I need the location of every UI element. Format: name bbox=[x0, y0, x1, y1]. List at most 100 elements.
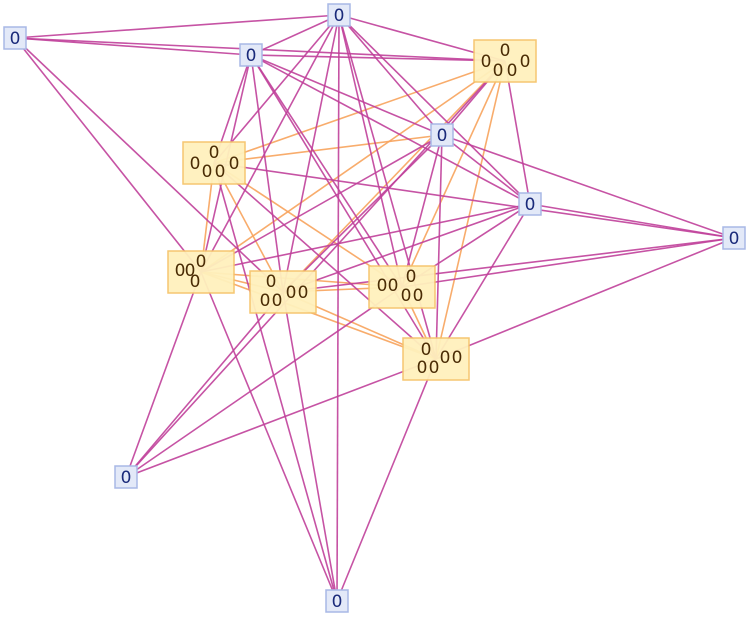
edge-primary-b-h bbox=[336, 14, 340, 602]
edge-primary-c-G4 bbox=[250, 54, 284, 293]
edge-primary-G1-h bbox=[213, 162, 338, 602]
edge-primary-a-G3 bbox=[14, 37, 202, 273]
edge-primary-a-c bbox=[14, 37, 252, 56]
group-member-label: 0 bbox=[421, 340, 432, 360]
group-member-label: 0 bbox=[377, 276, 388, 296]
group-box bbox=[402, 337, 470, 381]
group-member-label: 0 bbox=[520, 52, 531, 72]
edge-primary-d-G4 bbox=[282, 134, 443, 293]
node-e[interactable]: 0 bbox=[518, 192, 542, 216]
group-member-label: 0 bbox=[260, 291, 271, 311]
group-box bbox=[167, 250, 235, 294]
node-label: 0 bbox=[121, 468, 132, 488]
edge-primary-g-G3 bbox=[125, 271, 202, 478]
edge-primary-g-G6 bbox=[125, 358, 437, 478]
edge-primary-f-G6 bbox=[435, 237, 735, 360]
group-member-label: 0 bbox=[406, 267, 417, 287]
group-member-label: 0 bbox=[185, 261, 196, 281]
edge-secondary-G2-G3 bbox=[200, 60, 506, 273]
edge-primary-c-G5 bbox=[250, 54, 403, 288]
node-box bbox=[430, 123, 454, 147]
edge-primary-b-G3 bbox=[200, 14, 340, 273]
edge-primary-b-G5 bbox=[338, 14, 403, 288]
group-member-label: 0 bbox=[413, 286, 424, 306]
node-box bbox=[325, 589, 349, 613]
group-member-label: 0 bbox=[440, 348, 451, 368]
edge-secondary-G2-G6 bbox=[435, 60, 506, 360]
edge-primary-d-G5 bbox=[401, 134, 443, 288]
group-member-label: 0 bbox=[196, 252, 207, 272]
edge-primary-f-G5 bbox=[401, 237, 735, 288]
edge-secondary-G2-G4 bbox=[282, 60, 506, 293]
node-label: 0 bbox=[729, 229, 740, 249]
node-label: 0 bbox=[246, 46, 257, 66]
group-member-label: 0 bbox=[272, 291, 283, 311]
group-member-label: 0 bbox=[507, 61, 518, 81]
edge-primary-G1-f bbox=[213, 162, 735, 239]
node-box bbox=[239, 43, 263, 67]
group-member-label: 0 bbox=[190, 154, 201, 174]
edge-primary-d-G3 bbox=[200, 134, 443, 273]
edge-primary-G1-G6 bbox=[213, 162, 437, 360]
node-a[interactable]: 0 bbox=[3, 26, 27, 50]
node-label: 0 bbox=[437, 126, 448, 146]
edge-primary-d-f bbox=[441, 134, 735, 239]
node-h[interactable]: 0 bbox=[325, 589, 349, 613]
group-box bbox=[473, 39, 537, 83]
node-box bbox=[3, 26, 27, 50]
group-member-label: 0 bbox=[388, 276, 399, 296]
edge-primary-c-G2 bbox=[250, 54, 506, 62]
node-c[interactable]: 0 bbox=[239, 43, 263, 67]
node-box bbox=[114, 465, 138, 489]
node-box bbox=[518, 192, 542, 216]
edge-primary-e-G6 bbox=[435, 203, 531, 360]
node-box bbox=[722, 226, 746, 250]
edge-primary-b-e bbox=[338, 14, 531, 205]
node-label: 0 bbox=[10, 29, 21, 49]
group-member-label: 0 bbox=[202, 162, 213, 182]
edge-primary-g-G5 bbox=[125, 286, 403, 478]
group-member-label: 0 bbox=[286, 283, 297, 303]
node-f[interactable]: 0 bbox=[722, 226, 746, 250]
edge-primary-e-G3 bbox=[200, 203, 531, 273]
edge-primary-b-c bbox=[250, 14, 340, 56]
edge-primary-e-f bbox=[529, 203, 735, 239]
edge-primary-e-G4 bbox=[282, 203, 531, 293]
node-label: 0 bbox=[332, 592, 343, 612]
edge-primary-d-G6 bbox=[435, 134, 443, 360]
edge-primary-a-b bbox=[14, 14, 340, 39]
group-member-label: 0 bbox=[266, 272, 277, 292]
node-b[interactable]: 0 bbox=[327, 3, 351, 27]
edge-primary-c-d bbox=[250, 54, 443, 136]
node-label: 0 bbox=[334, 6, 345, 26]
edge-primary-d-e bbox=[441, 134, 531, 205]
group-member-label: 0 bbox=[500, 41, 511, 61]
group-member-label: 0 bbox=[175, 261, 186, 281]
edge-primary-h-G3 bbox=[200, 271, 338, 602]
group-box bbox=[249, 270, 317, 314]
edge-secondary-G2-G5 bbox=[401, 60, 506, 288]
edge-primary-b-G1 bbox=[213, 14, 340, 164]
group-member-label: 0 bbox=[209, 143, 220, 163]
group-member-label: 0 bbox=[401, 286, 412, 306]
edge-primary-g-G4 bbox=[125, 291, 284, 478]
node-g[interactable]: 0 bbox=[114, 465, 138, 489]
group-member-label: 0 bbox=[229, 154, 240, 174]
group-member-label: 0 bbox=[215, 162, 226, 182]
group-member-label: 0 bbox=[298, 283, 309, 303]
edge-primary-b-d bbox=[338, 14, 443, 136]
group-box bbox=[182, 141, 246, 185]
node-d[interactable]: 0 bbox=[430, 123, 454, 147]
edge-primary-e-G2 bbox=[504, 60, 531, 205]
group-member-label: 0 bbox=[190, 272, 201, 292]
group-member-label: 0 bbox=[493, 61, 504, 81]
node-box bbox=[327, 3, 351, 27]
